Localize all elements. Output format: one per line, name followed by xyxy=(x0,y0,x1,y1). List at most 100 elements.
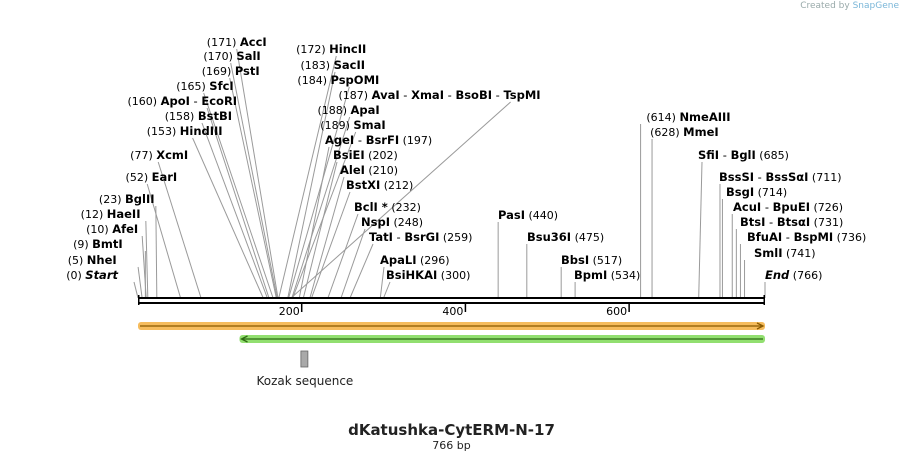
enzyme-position: (212) xyxy=(380,179,413,192)
leader-avai xyxy=(290,101,511,299)
leader-sali xyxy=(230,62,278,299)
leader-haeii xyxy=(145,220,149,299)
enzyme-label-end: End (766) xyxy=(765,268,822,282)
enzyme-separator: - xyxy=(765,215,776,229)
enzyme-position: (210) xyxy=(365,164,398,177)
leader-sacii xyxy=(287,71,336,299)
enzyme-name: AfeI xyxy=(112,222,138,236)
enzyme-position: (300) xyxy=(437,269,470,282)
enzyme-name: BssSI xyxy=(719,170,754,184)
enzyme-position: (517) xyxy=(589,254,622,267)
enzyme-label-tati: TatI - BsrGI (259) xyxy=(369,230,472,244)
sequence-strand-top xyxy=(138,297,765,299)
enzyme-label-acci: (171) AccI xyxy=(207,35,267,49)
enzyme-label-sali: (170) SalI xyxy=(203,49,260,63)
enzyme-name: HincII xyxy=(329,42,366,56)
enzyme-name: SmaI xyxy=(353,118,385,132)
enzyme-name: XcmI xyxy=(156,148,188,162)
enzyme-position: (711) xyxy=(808,171,841,184)
enzyme-name: Start xyxy=(85,268,118,282)
enzyme-label-sacii: (183) SacII xyxy=(301,58,366,72)
enzyme-position: (184) xyxy=(297,74,330,87)
enzyme-name: BmtI xyxy=(92,237,123,251)
enzyme-label-psti: (169) PstI xyxy=(202,64,260,78)
enzyme-name: EarI xyxy=(152,170,178,184)
enzyme-position: (5) xyxy=(68,254,87,267)
leader-apai xyxy=(291,116,351,299)
enzyme-name: BsgI xyxy=(726,185,754,199)
enzyme-name: TspMI xyxy=(503,88,540,102)
enzyme-name: NheI xyxy=(87,253,117,267)
enzyme-name: SfiI xyxy=(698,148,719,162)
enzyme-name: AcuI xyxy=(733,200,761,214)
enzyme-label-start: (0) Start xyxy=(66,268,118,282)
enzyme-position: (259) xyxy=(439,231,472,244)
enzyme-position: (534) xyxy=(607,269,640,282)
enzyme-name: BbsI xyxy=(561,253,589,267)
enzyme-position: (202) xyxy=(365,149,398,162)
enzyme-label-sfci: (165) SfcI xyxy=(176,79,233,93)
feature-track: Kozak sequence xyxy=(138,322,766,388)
enzyme-name: BtsαI xyxy=(777,215,810,229)
enzyme-name: XmaI xyxy=(411,88,444,102)
leader-acci xyxy=(236,48,279,299)
enzyme-label-eari: (52) EarI xyxy=(126,170,178,184)
leader-agei xyxy=(298,146,330,299)
enzyme-label-btsi: BtsI - BtsαI (731) xyxy=(740,215,843,229)
enzyme-name: BclI * xyxy=(354,200,388,214)
enzyme-label-bsu36i: Bsu36I (475) xyxy=(527,230,604,244)
enzyme-name: SacII xyxy=(334,58,365,72)
enzyme-label-hincii: (172) HincII xyxy=(296,42,366,56)
enzyme-label-afei: (10) AfeI xyxy=(86,222,138,236)
enzyme-position: (172) xyxy=(296,43,329,56)
sequence-strand-bottom xyxy=(138,302,765,304)
ruler-tick-label-600: 600 xyxy=(606,305,627,318)
enzyme-leader-lines xyxy=(133,48,766,299)
enzyme-label-hindiii: (153) HindIII xyxy=(147,124,223,138)
enzyme-label-apali: ApaLI (296) xyxy=(380,253,450,267)
enzyme-label-nhei: (5) NheI xyxy=(68,253,117,267)
enzyme-label-nmeaiii: (614) NmeAIII xyxy=(646,110,730,124)
leader-hindiii xyxy=(192,137,264,299)
enzyme-label-bbsi: BbsI (517) xyxy=(561,253,622,267)
leader-start xyxy=(133,281,139,299)
enzyme-position: (741) xyxy=(783,247,816,260)
enzyme-position: (197) xyxy=(399,134,432,147)
watermark-prefix: Created by xyxy=(800,1,850,11)
enzyme-separator: - xyxy=(190,94,201,108)
enzyme-name: BsoBI xyxy=(455,88,492,102)
enzyme-label-bcli: BclI * (232) xyxy=(354,200,421,214)
leader-xcmi xyxy=(157,161,202,299)
enzyme-label-apoi: (160) ApoI - EcoRI xyxy=(128,94,238,108)
enzyme-separator: - xyxy=(492,88,503,102)
enzyme-position: (52) xyxy=(126,171,152,184)
enzyme-name: NspI xyxy=(361,215,390,229)
enzyme-separator: - xyxy=(754,170,765,184)
enzyme-position: (187) xyxy=(339,89,372,102)
sequence-start-cap xyxy=(138,295,140,305)
enzyme-name: AleI xyxy=(340,163,365,177)
enzyme-name: ApaLI xyxy=(380,253,417,267)
enzyme-name: SfcI xyxy=(209,79,233,93)
enzyme-name: End xyxy=(765,268,790,282)
enzyme-separator: - xyxy=(393,230,404,244)
enzyme-position: (9) xyxy=(73,238,92,251)
enzyme-label-bsihkai: BsiHKAI (300) xyxy=(386,268,470,282)
leader-eari xyxy=(146,183,182,299)
enzyme-label-bglii: (23) BglII xyxy=(99,192,155,206)
enzyme-separator: - xyxy=(354,133,365,147)
sequence-length: 766 bp xyxy=(432,439,471,452)
enzyme-label-bfuai: BfuAI - BspMI (736) xyxy=(747,230,866,244)
leader-apali xyxy=(379,266,385,299)
enzyme-position: (10) xyxy=(86,223,112,236)
enzyme-name: BsiEI xyxy=(333,148,365,162)
enzyme-label-bpmi: BpmI (534) xyxy=(574,268,640,282)
leader-sfci xyxy=(203,92,274,299)
enzyme-name: BstBI xyxy=(198,109,232,123)
enzyme-name: AccI xyxy=(240,35,267,49)
enzyme-label-pspomi: (184) PspOMI xyxy=(297,73,379,87)
leader-bsiei xyxy=(302,161,338,299)
enzyme-name: PstI xyxy=(235,64,260,78)
enzyme-position: (766) xyxy=(789,269,822,282)
